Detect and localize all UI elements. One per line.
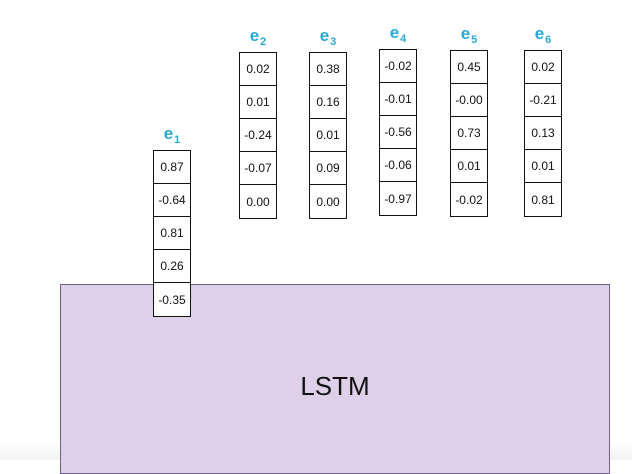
vector-cell: -0.02 — [455, 192, 483, 207]
vector-cell: -0.02 — [380, 50, 416, 83]
vector-cell: 0.45 — [451, 51, 487, 84]
vector-cell: -0.35 — [158, 292, 186, 307]
vector-label-name: e — [460, 24, 471, 43]
vector-cell: 0.73 — [451, 117, 487, 150]
lstm-block: LSTM — [60, 284, 610, 474]
vector-label: e2 — [239, 26, 277, 48]
vector-cell: 0.01 — [310, 119, 346, 152]
vector-label-name: e — [249, 26, 260, 45]
vector-cell: 0.81 — [154, 217, 190, 250]
vector-label-subscript: 1 — [174, 134, 181, 146]
vector-label: e1 — [153, 124, 191, 146]
vector-cell: -0.07 — [240, 152, 276, 185]
vector-cell: 0.01 — [525, 150, 561, 183]
vector-cell: 0.02 — [525, 51, 561, 84]
vector-cell: 0.00 — [316, 194, 340, 209]
vector-label-subscript: 3 — [330, 36, 337, 48]
vector-cell: -0.00 — [451, 84, 487, 117]
vector-cell: 0.09 — [310, 152, 346, 185]
vector-cell: 0.01 — [240, 86, 276, 119]
vector-label-subscript: 5 — [471, 34, 478, 46]
vector-cell: 0.13 — [525, 117, 561, 150]
vector-label: e4 — [379, 23, 417, 45]
vector-label-subscript: 6 — [545, 34, 552, 46]
vector-label-name: e — [163, 124, 174, 143]
vector-cell: -0.06 — [380, 149, 416, 182]
vector-cell: -0.56 — [380, 116, 416, 149]
vector-cell: 0.38 — [310, 53, 346, 86]
vector-label: e5 — [450, 24, 488, 46]
vector-label-subscript: 2 — [260, 36, 267, 48]
vector-cell: -0.97 — [384, 191, 412, 206]
vector-cell: -0.01 — [380, 83, 416, 116]
embedding-vector-4: e4 -0.02-0.01-0.56-0.06 -0.97 — [379, 23, 417, 216]
vector-cell: 0.16 — [310, 86, 346, 119]
vector-cell: 0.00 — [246, 194, 270, 209]
vector-cells: -0.02-0.01-0.56-0.06 -0.97 — [379, 49, 417, 216]
vector-cell: -0.21 — [525, 84, 561, 117]
vector-cell: 0.81 — [531, 192, 555, 207]
vector-cell: -0.24 — [240, 119, 276, 152]
vector-label: e6 — [524, 24, 562, 46]
vector-label-name: e — [319, 26, 330, 45]
vector-cell: -0.64 — [154, 184, 190, 217]
vector-label: e3 — [309, 26, 347, 48]
vector-label-name: e — [534, 24, 545, 43]
vector-label-name: e — [389, 23, 400, 42]
vector-cell: 0.02 — [240, 53, 276, 86]
vector-cell: 0.87 — [154, 151, 190, 184]
lstm-label: LSTM — [300, 371, 370, 401]
vector-cell: 0.01 — [451, 150, 487, 183]
vector-cell: 0.26 — [154, 250, 190, 283]
vector-label-subscript: 4 — [400, 33, 407, 45]
